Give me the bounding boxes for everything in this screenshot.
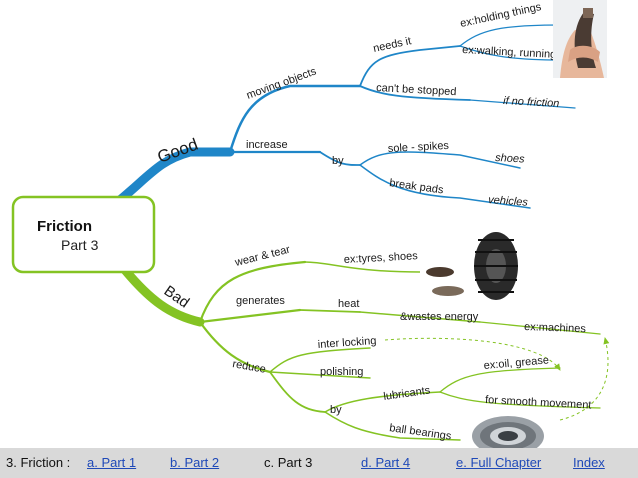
node-increase: increase [246,139,288,151]
node-if-no-friction: if no friction [503,95,560,110]
node-shoes: shoes [495,152,525,166]
node-ex-walking: ex:walking, running [462,44,557,61]
node-by-good: by [332,155,344,167]
ball-bearing-photo [472,416,544,448]
root-title: Friction [37,218,92,235]
current-part-3: c. Part 3 [264,455,313,470]
node-by-bad: by [330,404,342,416]
link-index[interactable]: Index [573,455,605,470]
node-ex-tyres: ex:tyres, shoes [344,250,419,266]
node-sole-spikes: sole - spikes [388,140,450,155]
bad-branch [120,260,601,441]
node-ex-oil: ex:oil, grease [483,354,549,372]
tyre-shoes-photo [420,232,524,302]
footer-nav: 3. Friction : a. Part 1 b. Part 2 c. Par… [0,448,638,478]
link-part-1[interactable]: a. Part 1 [87,455,137,470]
mind-map: Friction Part 3 Good Bad moving objects … [11,0,610,448]
node-cant-be-stopped: can't be stopped [376,82,457,98]
node-ball-bearings: ball bearings [389,422,453,443]
dashed-connectors [384,337,610,421]
good-branch [115,24,576,209]
hand-holding-photo [553,0,607,78]
node-moving-objects: moving objects [245,65,319,102]
node-reduce: reduce [231,358,266,376]
good-label: Good [155,135,201,167]
footer-prefix: 3. Friction : [6,455,71,470]
node-generates: generates [236,295,285,307]
node-break-pads: break pads [389,177,445,197]
node-smooth-movement: for smooth movement [485,394,592,412]
root-node[interactable] [11,195,156,274]
root-subtitle: Part 3 [61,237,99,253]
node-ex-machines: ex:machines [524,321,587,335]
node-vehicles: vehicles [488,194,529,209]
link-full-chapter[interactable]: e. Full Chapter [456,455,542,470]
link-part-2[interactable]: b. Part 2 [170,455,220,470]
node-polishing: polishing [320,366,363,378]
node-lubricants: lubricants [383,384,432,403]
node-wastes-energy: &wastes energy [400,311,479,323]
link-part-4[interactable]: d. Part 4 [361,455,411,470]
node-heat: heat [338,298,359,310]
node-inter-locking: inter locking [317,335,376,351]
